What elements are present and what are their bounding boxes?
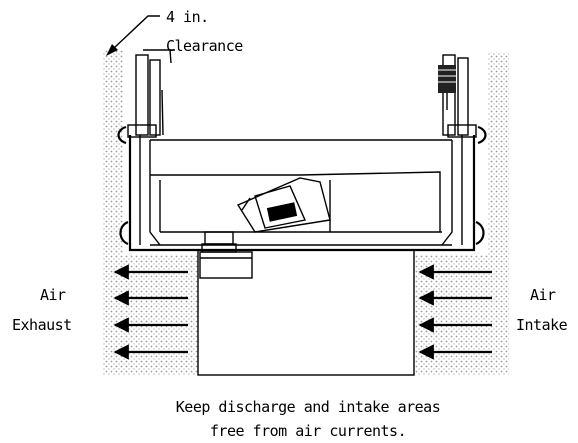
- basket-assembly: [236, 177, 331, 233]
- left-exhaust-zone: [123, 255, 198, 375]
- left-clearance-wall: [103, 50, 123, 375]
- intake-label-line2: Intake: [516, 316, 568, 334]
- left-post: [117, 49, 175, 246]
- clearance-label-line1: 4 in.: [166, 8, 209, 26]
- exhaust-arrows: [113, 264, 188, 360]
- caption-line1: Keep discharge and intake areas: [176, 398, 440, 416]
- intake-label-line1: Air: [530, 286, 556, 304]
- right-post: [438, 54, 487, 246]
- caption-line2: free from air currents.: [210, 422, 406, 440]
- drain-pump: [199, 231, 253, 279]
- clearance-pointer-arrow-icon: [106, 15, 160, 56]
- upper-body: [128, 135, 476, 252]
- right-clearance-wall: [488, 52, 509, 375]
- clearance-label-line2: Clearance: [166, 37, 243, 55]
- exhaust-label-line1: Air: [40, 286, 66, 304]
- intake-arrows: [418, 264, 492, 360]
- lower-cabinet: [197, 249, 415, 376]
- exhaust-label-line2: Exhaust: [12, 316, 72, 334]
